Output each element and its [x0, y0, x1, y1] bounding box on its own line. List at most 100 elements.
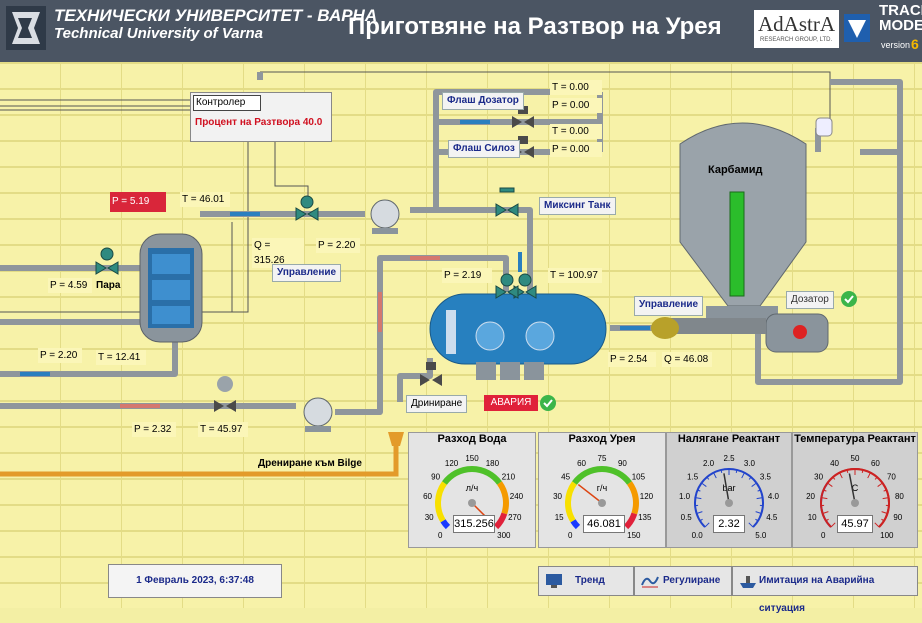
gauge-value: 315.256: [453, 515, 495, 533]
page-title: Приготвяне на Разтвор на Урея: [348, 13, 738, 47]
gauge-value: 45.97: [837, 515, 873, 533]
gauge-tick-label: 90: [893, 513, 902, 522]
header-bar: ТЕХНИЧЕСКИ УНИВЕРСИТЕТ - ВАРНА Technical…: [0, 0, 922, 62]
tank-ok-icon: [539, 394, 557, 412]
gauge-title: Разход Урея: [539, 433, 665, 445]
drain-button[interactable]: Дриниране: [406, 395, 467, 413]
gauge-tick-label: 10: [808, 513, 817, 522]
gauge-tick-mark: [757, 498, 763, 499]
control-button-2[interactable]: Управление: [634, 296, 703, 316]
gauge-tick-label: 2.5: [723, 454, 735, 463]
mixing-tank-button[interactable]: Миксинг Танк: [539, 197, 616, 215]
gauge-tick-label: 100: [880, 531, 894, 540]
gauge-title: Разход Вода: [409, 433, 535, 445]
alarm-simulation-label: Имитация на Аварийна ситуация: [759, 567, 917, 623]
gauge-tick-mark: [882, 512, 888, 514]
gauge-tick-mark: [749, 477, 751, 479]
university-name-bg: ТЕХНИЧЕСКИ УНИВЕРСИТЕТ - ВАРНА: [54, 6, 377, 26]
version-label: version: [881, 40, 910, 50]
gauge-tick-label: 20: [806, 492, 815, 501]
tag-q-drain: Q = 46.08: [662, 352, 712, 367]
gauge-tick-label: 135: [638, 513, 652, 522]
gauge-tick-mark: [705, 523, 709, 527]
gauge-tick-mark: [881, 519, 884, 521]
gauge-value: 46.081: [583, 515, 625, 533]
gauge-tick-label: 40: [830, 459, 839, 468]
tag-t1: T = 0.00: [550, 80, 602, 95]
regulation-button[interactable]: Регулиране: [634, 566, 732, 596]
gauge-tick-mark: [755, 519, 758, 521]
gauge-tick-mark: [721, 470, 722, 473]
gauge-hub: [598, 499, 606, 507]
gauge-tick-label: 45: [561, 473, 570, 482]
tag-t-bottom: T = 45.97: [198, 422, 248, 437]
tag-p-pump: P = 2.20: [316, 238, 360, 253]
gauge-tick-mark: [697, 512, 703, 514]
gauge-tick-mark: [736, 470, 737, 473]
controller-panel[interactable]: Контролер Процент на Разтвора 40.0: [190, 92, 332, 142]
gauge-tick-mark: [875, 523, 879, 527]
flash-dosator-button[interactable]: Флаш Дозатор: [442, 92, 524, 110]
tag-p1: P = 0.00: [550, 98, 602, 113]
gauge-tick-mark: [826, 519, 829, 521]
gauge-tick-mark: [742, 473, 745, 478]
mixing-tank: [430, 294, 606, 380]
gauge-band: [443, 521, 448, 527]
dozator-unit: [766, 314, 828, 352]
version-number: 6: [911, 36, 919, 52]
gauge-tick-mark: [883, 498, 889, 499]
flash-silo-button[interactable]: Флаш Силоз: [448, 140, 520, 158]
gauge-tick-mark: [701, 483, 706, 487]
datetime-display: 1 Февраль 2023, 6:37:48: [108, 564, 282, 598]
gauge-tick-label: 90: [431, 473, 440, 482]
gauge-tick-label: 120: [445, 459, 459, 468]
gauge-tick-label: 150: [465, 454, 479, 463]
university-logo-icon: [4, 4, 48, 52]
tag-t-left: T = 12.41: [96, 350, 146, 365]
controller-title: Контролер: [193, 95, 261, 111]
gauge-tick-label: 180: [486, 459, 500, 468]
gauge-tick-label: 300: [497, 531, 511, 540]
control-button-1[interactable]: Управление: [272, 264, 341, 282]
alarm-indicator: АВАРИЯ: [484, 395, 538, 411]
gauge-tick-label: 70: [887, 473, 896, 482]
gauge-tick-label: 3.5: [760, 473, 772, 482]
drain-bilge-label: Дрениране към Bilge: [258, 458, 362, 469]
gauge-tick-label: 0: [568, 531, 573, 540]
gauge-tick-label: 60: [871, 459, 880, 468]
gauge-tick-label: 60: [423, 492, 432, 501]
tag-p-steam-in: P = 4.59: [48, 278, 92, 293]
gauge-tick-label: 270: [508, 513, 522, 522]
dozator-button[interactable]: Дозатор: [786, 291, 834, 309]
gauge-tick-label: 4.0: [768, 492, 780, 501]
adastra-sub: RESEARCH GROUP, LTD.: [760, 37, 832, 43]
gauge-tick-mark: [821, 498, 827, 499]
gauge-tick-label: 240: [510, 492, 524, 501]
dozator-ok-icon: [840, 290, 858, 308]
trend-button[interactable]: Тренд: [538, 566, 634, 596]
gauge-band: [573, 521, 578, 527]
ship-icon: [739, 573, 757, 589]
gauge-tick-label: 80: [895, 492, 904, 501]
gauge-tick-label: 120: [640, 492, 654, 501]
gauge-title: Налягане Реактант: [667, 433, 791, 445]
pump-top: [371, 200, 399, 234]
gauge-tick-label: 150: [627, 531, 641, 540]
alarm-simulation-button[interactable]: Имитация на Аварийна ситуация: [732, 566, 918, 596]
gauge-tick-mark: [862, 470, 863, 473]
gauge-tick-mark: [878, 483, 883, 487]
conveyor: [651, 317, 766, 339]
gauge-band: [500, 483, 506, 513]
steam-label: Пара: [96, 280, 120, 291]
gauge-band: [438, 483, 444, 521]
silo-filter: [816, 118, 832, 136]
gauge-tick-mark: [707, 477, 709, 479]
gauge-tick-mark: [847, 470, 848, 473]
gauge-tick-label: 50: [851, 454, 860, 463]
gauge-tick-label: 90: [618, 459, 627, 468]
gauge-tick-label: 30: [553, 492, 562, 501]
solution-percent: Процент на Разтвора 40.0: [195, 117, 322, 128]
